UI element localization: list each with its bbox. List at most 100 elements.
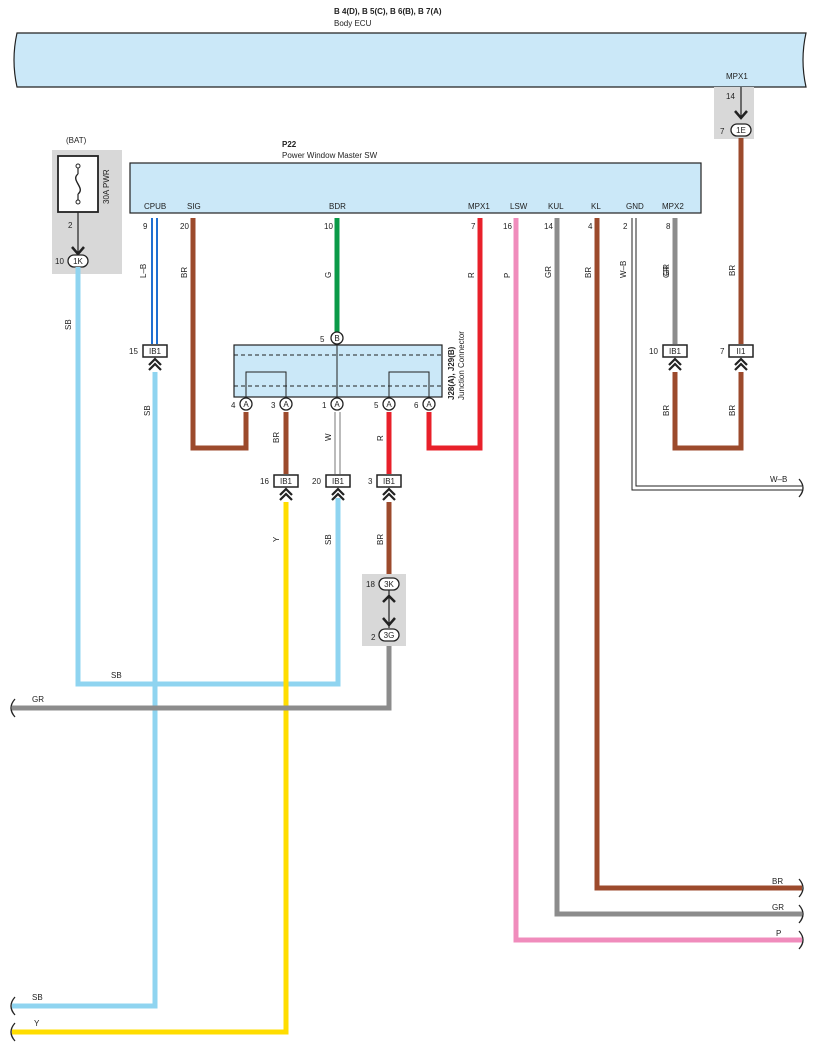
switch-terminal-kl: KL bbox=[591, 202, 601, 211]
chevron-up-icon bbox=[382, 487, 396, 496]
connector-pin-10: 10 bbox=[649, 347, 658, 356]
connector-ib1-icon bbox=[142, 344, 168, 358]
chevron-up-icon bbox=[331, 492, 345, 501]
connector-3g-label: 3G bbox=[384, 631, 395, 640]
wire-p-lsw bbox=[513, 218, 802, 943]
label-br-ii1: BR bbox=[728, 405, 737, 416]
wire-break-mark bbox=[798, 930, 804, 950]
fuse-source: (BAT) bbox=[66, 136, 87, 145]
label-sb-exit: SB bbox=[32, 993, 43, 1002]
chevron-up-icon bbox=[279, 487, 293, 496]
junction-pin-1: 1 bbox=[322, 401, 327, 410]
label-sb-left: SB bbox=[64, 319, 73, 330]
wire-code-mpx1: R bbox=[467, 272, 476, 278]
junction-top-conn: B bbox=[334, 334, 339, 343]
label-r-jc5: R bbox=[376, 435, 385, 441]
chevron-up-icon bbox=[279, 492, 293, 501]
junction-pin-6: 6 bbox=[414, 401, 419, 410]
connector-1k-label: 1K bbox=[73, 257, 83, 266]
wire-code-cpub: L–B bbox=[139, 264, 148, 278]
junction-code: J28(A), J29(B) bbox=[447, 346, 456, 400]
switch-pin-10: 10 bbox=[324, 222, 333, 231]
label-y-vertical: Y bbox=[272, 536, 281, 542]
label-gr-horizontal: GR bbox=[32, 695, 44, 704]
wire-br-loop bbox=[672, 372, 744, 451]
fuse-icon bbox=[75, 163, 81, 205]
wire-code-lsw: P bbox=[503, 273, 512, 278]
body-ecu-terminal-mpx1: MPX1 bbox=[726, 72, 748, 81]
label-gr-exit: GR bbox=[772, 903, 784, 912]
junction-terminal bbox=[382, 397, 396, 411]
switch-name: Power Window Master SW bbox=[282, 151, 378, 160]
fuse-conn-pin-10: 10 bbox=[55, 257, 64, 266]
connector-label: IB1 bbox=[669, 347, 682, 356]
junction-pin-3: 3 bbox=[271, 401, 276, 410]
connector-ib1-icon bbox=[273, 474, 299, 488]
switch-pin-9: 9 bbox=[143, 222, 148, 231]
body-ecu-name: Body ECU bbox=[334, 19, 372, 28]
wire-code-sig: BR bbox=[180, 267, 189, 278]
wire-br-kl bbox=[594, 218, 802, 891]
junction-terminal-label: A bbox=[283, 400, 289, 409]
junction-terminal bbox=[239, 397, 253, 411]
switch-pin-20: 20 bbox=[180, 222, 189, 231]
label-br-exit: BR bbox=[772, 877, 783, 886]
junction-terminal bbox=[330, 397, 344, 411]
label-sb-return: SB bbox=[324, 534, 333, 545]
body-ecu-connector-codes: B 4(D), B 5(C), B 6(B), B 7(A) bbox=[334, 7, 442, 16]
label-sb-horizontal: SB bbox=[111, 671, 122, 680]
switch-terminal-mpx2: MPX2 bbox=[662, 202, 684, 211]
junction-name: Junction Connector bbox=[457, 331, 466, 400]
connector-ib1-icon bbox=[325, 474, 351, 488]
connector-1e-label: 1E bbox=[736, 126, 746, 135]
chevron-up-icon bbox=[148, 357, 162, 366]
fuse-pin-2: 2 bbox=[68, 221, 73, 230]
junction-terminal-label: A bbox=[243, 400, 249, 409]
connector-label: IB1 bbox=[383, 477, 396, 486]
wire-break-mark bbox=[798, 878, 804, 898]
label-sb-left-lower: SB bbox=[143, 405, 152, 416]
label-br-jc3: BR bbox=[272, 432, 281, 443]
junction-top-pin: 5 bbox=[320, 335, 325, 344]
chevron-up-icon bbox=[734, 362, 748, 371]
junction-pin-5: 5 bbox=[374, 401, 379, 410]
label-wb-exit: W–B bbox=[770, 475, 787, 484]
chevron-up-icon bbox=[382, 594, 396, 603]
label-br-ecu: BR bbox=[728, 265, 737, 276]
ecu-pin-14: 14 bbox=[726, 92, 735, 101]
junction-pin-4: 4 bbox=[231, 401, 236, 410]
switch-terminal-bdr: BDR bbox=[329, 202, 346, 211]
switch-terminal-mpx1: MPX1 bbox=[468, 202, 490, 211]
body-ecu-box bbox=[13, 32, 807, 88]
wire-r-mpx1 bbox=[426, 218, 483, 451]
wire-sb-power bbox=[75, 267, 341, 687]
power-window-master-switch bbox=[129, 162, 702, 214]
switch-terminal-gnd: GND bbox=[626, 202, 644, 211]
wire-code-kl: BR bbox=[584, 267, 593, 278]
wire-break-mark bbox=[798, 478, 804, 498]
chevron-up-icon bbox=[668, 357, 682, 366]
switch-pin-8: 8 bbox=[666, 222, 671, 231]
connector-pin-20: 20 bbox=[312, 477, 321, 486]
connector-3k-label: 3K bbox=[384, 580, 394, 589]
chevron-up-icon bbox=[148, 362, 162, 371]
junction-terminal-label: A bbox=[426, 400, 432, 409]
wire-break-mark bbox=[798, 904, 804, 924]
connector-pin-15: 15 bbox=[129, 347, 138, 356]
junction-bus-a bbox=[245, 371, 287, 397]
label-gr-mpx2: GR bbox=[662, 264, 671, 276]
switch-terminal-lsw: LSW bbox=[510, 202, 528, 211]
splice-lower-pin: 2 bbox=[371, 633, 376, 642]
switch-terminal-sig: SIG bbox=[187, 202, 201, 211]
chevron-up-icon bbox=[734, 357, 748, 366]
label-br-mpx2: BR bbox=[662, 405, 671, 416]
switch-terminal-cpub: CPUB bbox=[144, 202, 166, 211]
connector-label: IB1 bbox=[149, 347, 162, 356]
wire-code-gnd: W–B bbox=[619, 261, 628, 278]
connector-ii1-icon bbox=[728, 344, 754, 358]
chevron-down-icon bbox=[71, 246, 85, 256]
chevron-down-icon bbox=[382, 617, 396, 627]
connector-label: II1 bbox=[737, 347, 746, 356]
chevron-down-icon bbox=[734, 110, 748, 120]
